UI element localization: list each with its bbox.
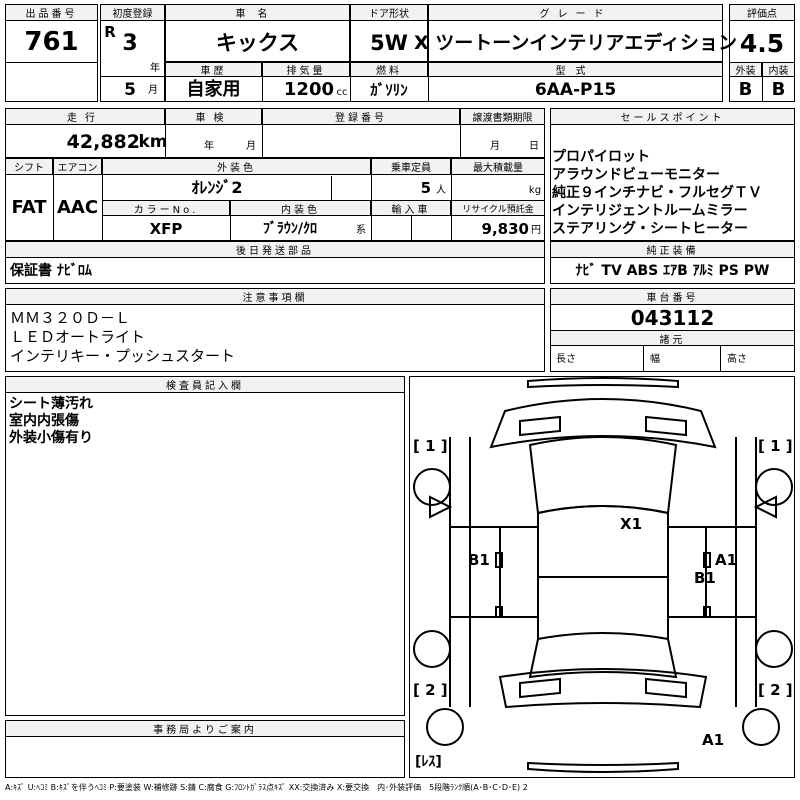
specs-label: 諸元	[550, 330, 795, 346]
int-color-unit: 系	[356, 225, 366, 236]
chassis-number: 043112	[630, 306, 715, 330]
car-name: キックス	[215, 30, 300, 55]
inspector-label: 検査員記入欄	[5, 376, 405, 393]
max-load-unit: kg	[528, 185, 542, 196]
grade-label: グレード	[428, 4, 723, 21]
legend: A:ｷｽﾞ U:ﾍｺﾐ B:ｷｽﾞを伴うﾍｺﾐ P:要塗装 W:補修跡 S:錆 …	[5, 783, 528, 792]
score-label: 評価点	[729, 4, 795, 21]
bracket-bottom-left: [ 2 ]	[413, 681, 448, 699]
recycle-unit: 円	[531, 225, 541, 236]
equip-value: ﾅﾋﾞ TV ABS ｴｱB ｱﾙﾐ PS PW	[575, 263, 770, 279]
shift-value: FAT	[11, 197, 47, 218]
recycle-label: リサイクル預託金	[451, 200, 545, 216]
first-reg-label: 初度登録	[100, 4, 165, 21]
import-label: 輸入車	[371, 200, 451, 216]
ext-score: B	[738, 79, 753, 100]
damage-mark: X1	[620, 515, 643, 533]
int-color-label: 内装色	[230, 200, 371, 216]
bracket-top-left: [ 1 ]	[413, 437, 448, 455]
shift-label: シフト	[5, 158, 53, 175]
sales-label: セールスポイント	[550, 108, 795, 125]
inspection-month-unit: 月	[246, 141, 256, 152]
int-color-value: ﾌﾞﾗｳﾝ/ｸﾛ	[262, 221, 318, 237]
ext-color-label: 外装色	[102, 158, 371, 175]
score-value: 4.5	[739, 28, 785, 58]
spec-length-label: 長さ	[556, 354, 576, 365]
fuel-value: ｶﾞｿﾘﾝ	[370, 80, 408, 99]
inspection-year-unit: 年	[204, 141, 214, 152]
color-no-label: カラーNo.	[102, 200, 230, 216]
grade-value: X ツートーンインテリアエディション	[414, 31, 737, 54]
damage-mark: A1	[715, 551, 738, 569]
max-load-label: 最大積載量	[451, 158, 545, 175]
model-value: 6AA-P15	[534, 79, 617, 100]
history-label: 車歴	[165, 62, 262, 77]
inspector-notes: シート薄汚れ 室内内張傷 外装小傷有り	[9, 396, 93, 446]
door-type: 5W	[370, 30, 408, 55]
bracket-rest: [ﾚｽ]	[415, 754, 442, 770]
transfer-day-unit: 日	[529, 141, 539, 152]
displacement-value: 1200	[283, 79, 334, 100]
mileage-value: 42,882	[66, 130, 140, 153]
first-reg-year: 3	[122, 31, 138, 56]
later-parts: 保証書 ﾅﾋﾞﾛﾑ	[10, 263, 92, 279]
capacity-unit: 人	[436, 185, 446, 196]
transfer-month-unit: 月	[490, 141, 500, 152]
spec-width-label: 幅	[650, 354, 660, 365]
car-name-label: 車名	[165, 4, 350, 21]
first-reg-era: R	[104, 22, 116, 41]
later-label: 後日発送部品	[5, 241, 545, 258]
capacity-value: 5	[420, 178, 431, 197]
office-label: 事務局よりご案内	[5, 720, 405, 737]
mileage-label: 走行	[5, 108, 165, 125]
plate-label: 登録番号	[262, 108, 460, 125]
int-score: B	[771, 79, 786, 100]
ext-color-value: ｵﾚﾝｼﾞ2	[191, 178, 243, 197]
model-label: 型式	[428, 62, 723, 77]
aircon-label: エアコン	[53, 158, 102, 175]
color-no-value: XFP	[149, 219, 183, 238]
first-reg-month: 5	[124, 79, 136, 100]
int-label: 内装	[762, 62, 795, 77]
caution-notes: ＭＭ３２０Ｄ－Ｌ ＬＥＤオートライト インテリキー・プッシュスタート	[10, 309, 236, 365]
recycle-value: 9,830	[481, 219, 529, 238]
car-outline-diagram	[413, 377, 793, 773]
lot-number: 761	[24, 27, 79, 57]
damage-mark: A1	[702, 731, 725, 749]
history-value: 自家用	[186, 79, 241, 100]
lot-label: 出品番号	[5, 4, 98, 21]
chassis-label: 車台番号	[550, 288, 795, 305]
spec-height-label: 高さ	[727, 354, 747, 365]
displacement-label: 排気量	[262, 62, 350, 77]
inspection-label: 車検	[165, 108, 262, 125]
first-reg-month-unit: 月	[148, 85, 158, 96]
caution-label: 注意事項欄	[5, 288, 545, 305]
door-label: ドア形状	[350, 4, 428, 21]
transfer-label: 譲渡書類期限	[460, 108, 545, 125]
displacement-unit: cc	[336, 87, 348, 98]
aircon-value: AAC	[56, 197, 99, 218]
mileage-unit: km	[138, 131, 168, 152]
sales-points: プロパイロット アラウンドビューモニター 純正９インチナビ・フルセグＴＶ インテ…	[552, 149, 762, 237]
fuel-label: 燃料	[350, 62, 428, 77]
damage-mark: B1	[694, 569, 716, 587]
ext-label: 外装	[729, 62, 762, 77]
capacity-label: 乗車定員	[371, 158, 451, 175]
bracket-top-right: [ 1 ]	[758, 437, 793, 455]
damage-mark: B1	[468, 551, 490, 569]
equip-label: 純正装備	[550, 241, 795, 258]
damage-diagram: [ 1 ] [ 1 ] [ 2 ] [ 2 ] [ﾚｽ] X1 B1 A1 B1…	[409, 376, 795, 778]
first-reg-year-unit: 年	[150, 63, 160, 74]
bracket-bottom-right: [ 2 ]	[758, 681, 793, 699]
